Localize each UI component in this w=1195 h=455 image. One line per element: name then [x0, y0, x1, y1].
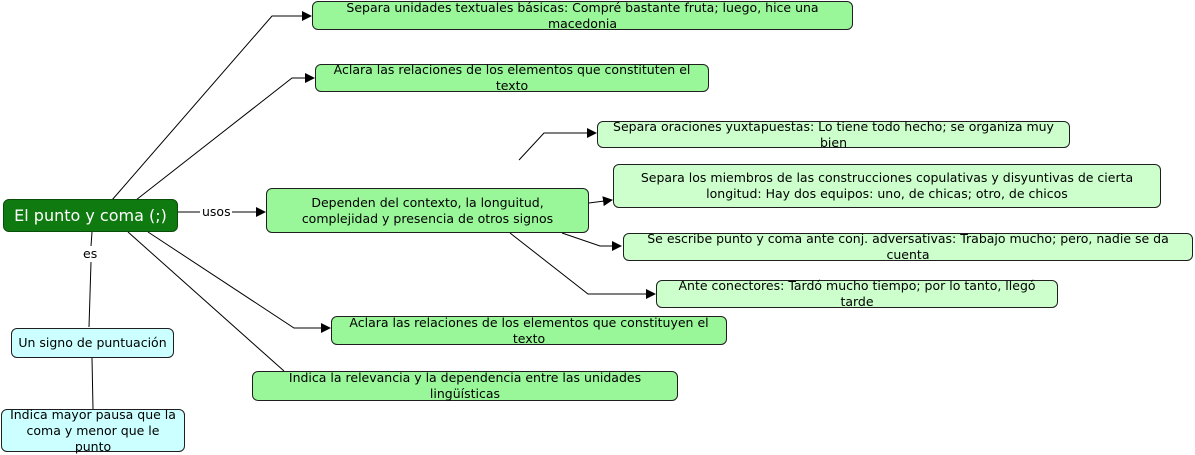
root-concept[interactable]: El punto y coma (;) [3, 199, 178, 232]
use-node-4-label: Aclara las relaciones de los elementos q… [349, 314, 709, 346]
use-node-2-label: Aclara las relaciones de los elementos q… [333, 62, 691, 93]
context-sub-node-2[interactable]: Separa los miembros de las construccione… [613, 164, 1161, 208]
use-node-5-label: Indica la relevancia y la dependencia en… [288, 370, 642, 401]
link-context-sub-1 [518, 128, 597, 161]
definition-node[interactable]: Un signo de puntuación [11, 328, 174, 358]
definition-detail-node[interactable]: Indica mayor pausa que la coma y menor q… [1, 406, 185, 454]
context-sub-node-4-label: Ante conectores: Tardó mucho tiempo; por… [678, 278, 1036, 309]
root-concept-label: El punto y coma (;) [14, 205, 167, 225]
link-label-es: es [82, 246, 99, 261]
context-sub-node-3-label: Se escribe punto y coma ante conj. adver… [647, 231, 1169, 262]
context-sub-node-2-label: Separa los miembros de las construccione… [640, 170, 1134, 201]
link-label-usos: usos [201, 204, 232, 219]
use-node-5[interactable]: Indica la relevancia y la dependencia en… [252, 370, 678, 401]
use-node-context[interactable]: Dependen del contexto, la longuitud, com… [266, 188, 589, 233]
link-definition-detail [91, 357, 94, 410]
use-node-4[interactable]: Aclara las relaciones de los elementos q… [331, 314, 727, 346]
link-root-es [90, 231, 93, 247]
link-root-use-4 [147, 231, 331, 333]
context-sub-node-3[interactable]: Se escribe punto y coma ante conj. adver… [623, 231, 1193, 262]
context-sub-node-1[interactable]: Separa oraciones yuxtapuestas: Lo tiene … [597, 118, 1070, 150]
link-context-sub-4 [509, 232, 656, 299]
link-context-sub-2 [588, 196, 613, 207]
link-root-use-5 [127, 231, 285, 372]
definition-node-label: Un signo de puntuación [18, 335, 167, 350]
context-sub-node-1-label: Separa oraciones yuxtapuestas: Lo tiene … [613, 118, 1054, 150]
link-context-sub-3 [561, 232, 622, 251]
definition-detail-node-label: Indica mayor pausa que la coma y menor q… [10, 406, 176, 454]
use-node-context-label: Dependen del contexto, la longuitud, com… [301, 194, 554, 226]
link-root-use-1 [111, 11, 312, 201]
use-node-2[interactable]: Aclara las relaciones de los elementos q… [315, 62, 709, 93]
context-sub-node-4[interactable]: Ante conectores: Tardó mucho tiempo; por… [656, 278, 1058, 309]
link-es-definition [88, 261, 92, 328]
link-root-use-2 [135, 73, 315, 201]
use-node-1-label: Separa unidades textuales básicas: Compr… [346, 0, 819, 31]
use-node-1[interactable]: Separa unidades textuales básicas: Compr… [312, 0, 853, 31]
